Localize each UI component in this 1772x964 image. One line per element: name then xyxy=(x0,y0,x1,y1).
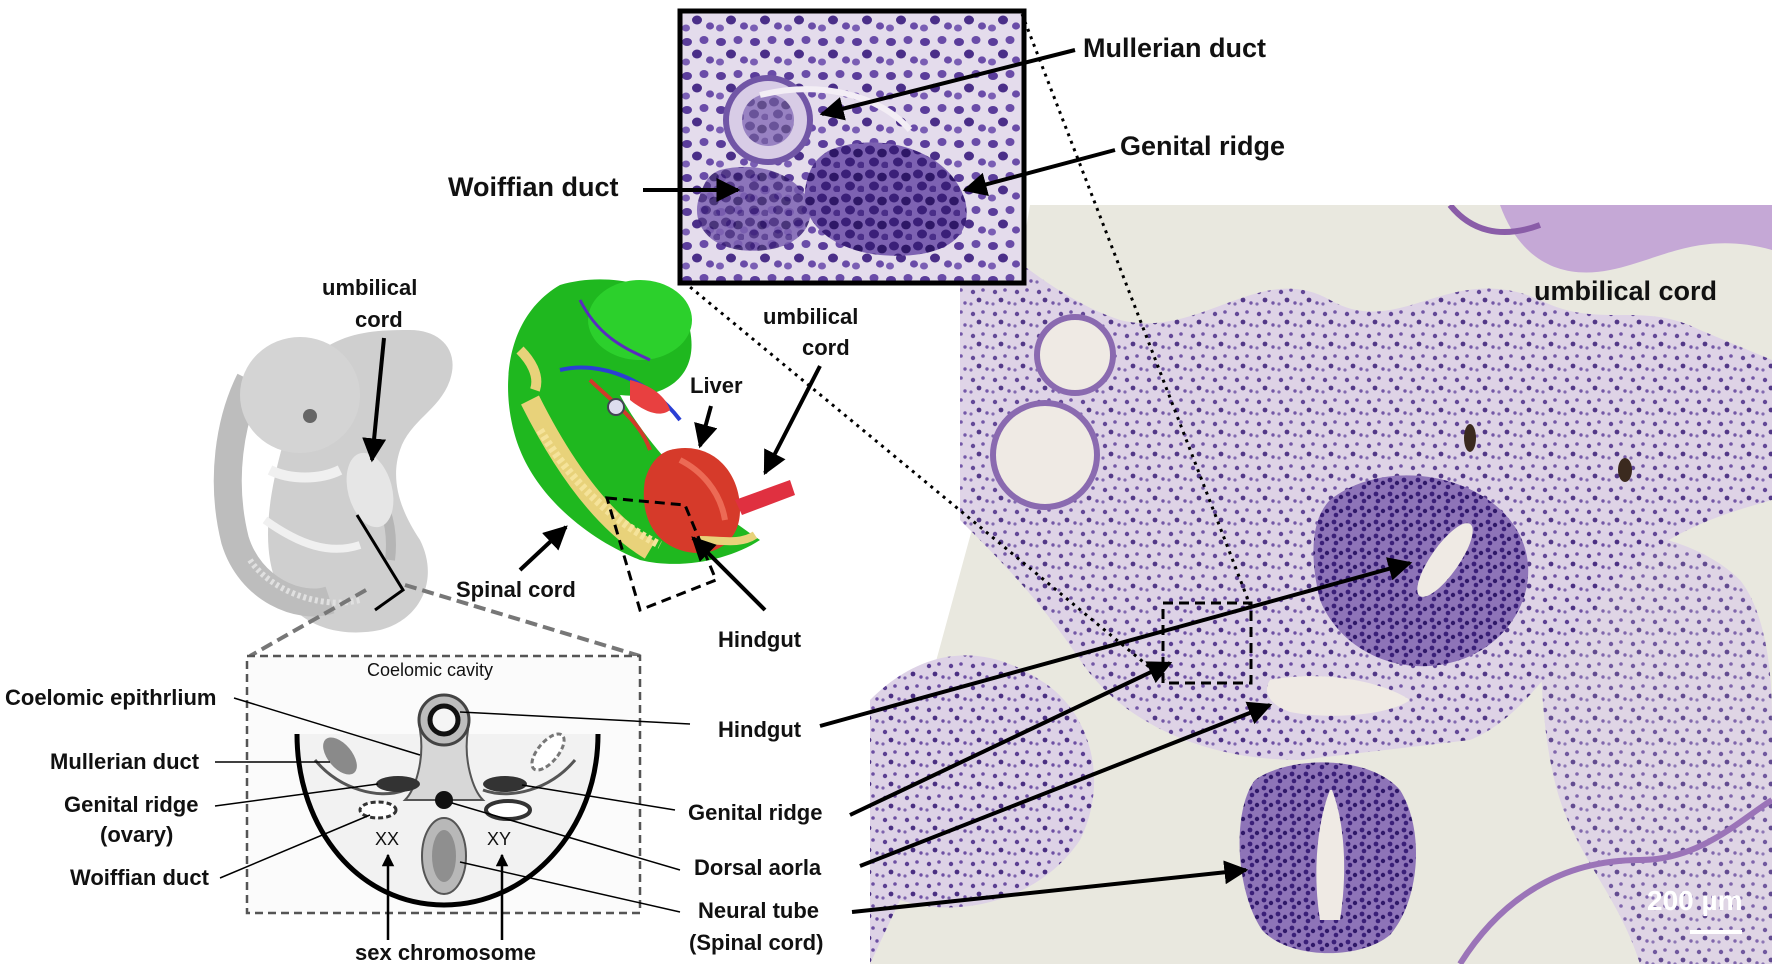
model-hindgut-arrow xyxy=(691,536,767,612)
zoom-guide-line-right xyxy=(1020,13,1252,606)
model-umbilical-label-line2: cord xyxy=(802,335,850,360)
inset-genital-ridge-arrow xyxy=(962,148,1116,197)
woiffian-duct-leader-left xyxy=(219,814,371,879)
xx-label: XX xyxy=(375,829,399,849)
inset-woiffian-duct-label: Woiffian duct xyxy=(448,172,618,202)
model-liver xyxy=(643,448,740,554)
schematic-mullerian-duct-left xyxy=(323,737,357,775)
hindgut-arrow-histology xyxy=(819,557,1413,728)
genital-ridge-label-left-line2: (ovary) xyxy=(100,822,173,847)
schematic-wolffian-duct-left xyxy=(358,800,398,820)
neural-tube-arrow-histology xyxy=(851,860,1249,914)
histology-zoom-box xyxy=(1161,601,1253,685)
zoom-guide-line-left xyxy=(683,280,1166,682)
liver-arrow xyxy=(694,405,718,449)
embryo-3d-model xyxy=(508,279,795,612)
coelomic-cavity-label: Coelomic cavity xyxy=(367,660,493,680)
embryo-umbilical-arrow xyxy=(362,337,387,463)
schematic-genital-ridge-right xyxy=(483,776,527,792)
spinal-cord-arrow xyxy=(518,525,568,572)
schematic-dorsal-aorta xyxy=(435,791,453,809)
schematic-wolffian-duct-right xyxy=(484,799,532,821)
embryo-umbilical-label-line2: cord xyxy=(355,307,403,332)
model-umbilical-label-line1: umbilical xyxy=(763,304,858,329)
embryo-eye xyxy=(303,409,317,423)
histology-section: 200 µm umbilical cord xyxy=(870,205,1772,964)
neural-tube-label-line2: (Spinal cord) xyxy=(689,930,823,955)
inset-mullerian-duct-arrow xyxy=(819,48,1076,121)
schematic-genital-ridge-left xyxy=(376,776,420,792)
dorsal-aorta-leader xyxy=(451,802,681,871)
sex-chromosome-label: sex chromosome xyxy=(355,940,536,964)
inset-genital-ridge-label: Genital ridge xyxy=(1120,131,1285,161)
model-umbilical-arrow xyxy=(763,365,822,476)
coelomic-epithelium-leader xyxy=(233,697,421,756)
woiffian-duct-label-left: Woiffian duct xyxy=(70,865,210,890)
neural-tube-leader xyxy=(459,861,681,913)
scale-bar xyxy=(1690,930,1742,934)
genital-ridge-leader-right xyxy=(521,784,676,811)
cross-section-schematic: Coelomic cavity XX XY xyxy=(245,654,642,915)
dorsal-aorta-arrow-histology xyxy=(859,701,1273,868)
embryo-head xyxy=(240,337,360,453)
genital-ridge-arrow-histology xyxy=(849,661,1173,817)
scale-bar-label: 200 µm xyxy=(1647,885,1743,916)
hindgut-leader-schematic xyxy=(459,711,691,725)
model-hindgut-label: Hindgut xyxy=(718,627,802,652)
genital-ridge-label-left-line1: Genital ridge xyxy=(64,792,198,817)
histology-umbilical-cord-label: umbilical cord xyxy=(1534,276,1717,306)
genital-ridge-leader-left xyxy=(214,783,379,807)
embryo-umbilical-label-line1: umbilical xyxy=(322,275,417,300)
projection-line-left xyxy=(249,588,367,658)
dorsal-aorta-label: Dorsal aorla xyxy=(694,855,822,880)
hindgut-label: Hindgut xyxy=(718,717,802,742)
xy-label: XY xyxy=(487,829,511,849)
embryo-umbilical-stalk xyxy=(346,452,394,528)
mullerian-duct-label-left: Mullerian duct xyxy=(50,749,200,774)
spinal-cord-label: Spinal cord xyxy=(456,577,576,602)
schematic-mullerian-duct-right xyxy=(530,732,566,772)
model-umbilical-cord xyxy=(735,480,795,515)
coelomic-epithelium-label: Coelomic epithrlium xyxy=(5,685,216,710)
embryo-section-bracket xyxy=(355,514,406,612)
genital-ridge-label-right: Genital ridge xyxy=(688,800,822,825)
liver-label: Liver xyxy=(690,373,743,398)
inset-mullerian-duct-label: Mullerian duct xyxy=(1083,33,1266,63)
neural-tube-label-line1: Neural tube xyxy=(698,898,819,923)
projection-line-right xyxy=(404,583,641,658)
model-section-box xyxy=(604,496,718,612)
inset-micrograph xyxy=(677,8,1027,286)
inset-frame xyxy=(677,8,1027,286)
embryo-illustration xyxy=(213,330,453,633)
